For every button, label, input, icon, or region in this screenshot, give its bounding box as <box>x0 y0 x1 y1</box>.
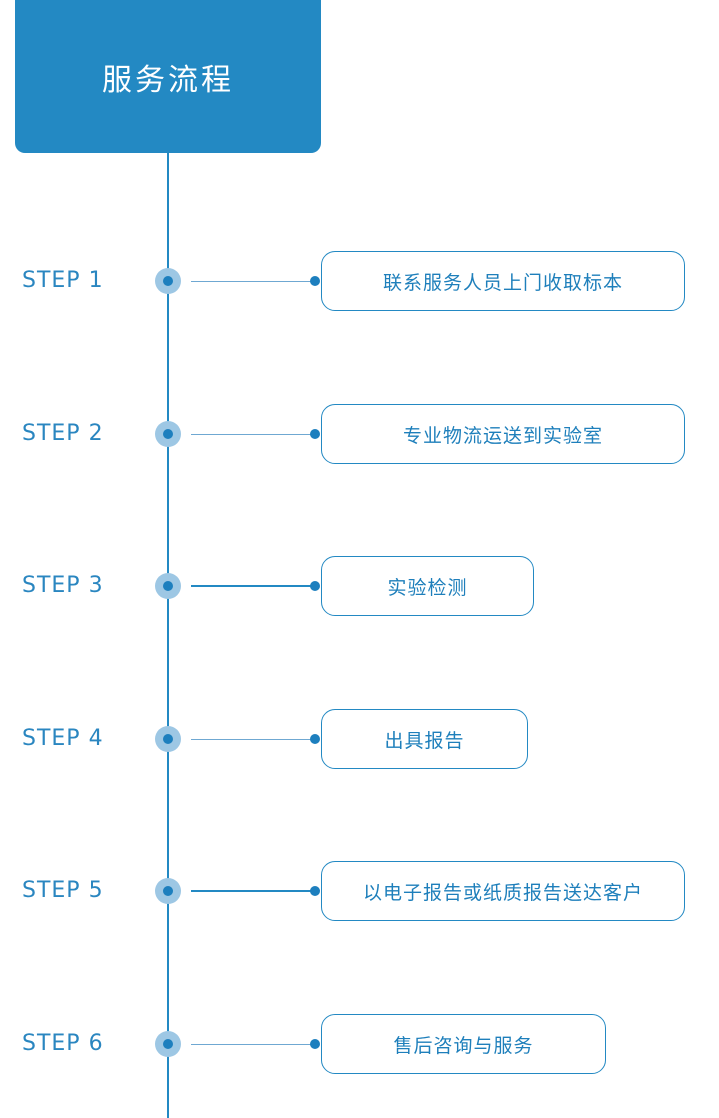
timeline-node-dot-icon <box>163 429 173 439</box>
step-label: STEP 1 <box>22 268 104 293</box>
step-row-5: STEP 5 以电子报告或纸质报告送达客户 <box>0 861 719 921</box>
connector-line <box>191 433 315 435</box>
timeline-line <box>167 153 169 1118</box>
step-box: 实验检测 <box>321 556 534 616</box>
timeline-node-dot-icon <box>163 734 173 744</box>
step-text: 专业物流运送到实验室 <box>402 424 603 447</box>
connector-dot-icon <box>310 734 320 744</box>
step-text: 以电子报告或纸质报告送达客户 <box>362 881 643 904</box>
connector-dot-icon <box>310 581 320 591</box>
step-box: 出具报告 <box>321 709 528 769</box>
connector-line <box>191 280 315 282</box>
connector-line <box>191 585 315 587</box>
step-text: 售后咨询与服务 <box>393 1034 534 1057</box>
step-row-3: STEP 3 实验检测 <box>0 556 719 616</box>
step-label: STEP 6 <box>22 1031 104 1056</box>
step-row-2: STEP 2 专业物流运送到实验室 <box>0 404 719 464</box>
timeline-node-dot-icon <box>163 276 173 286</box>
connector-dot-icon <box>310 886 320 896</box>
step-label: STEP 3 <box>22 573 104 598</box>
step-box: 以电子报告或纸质报告送达客户 <box>321 861 685 921</box>
connector-line <box>191 738 315 740</box>
step-label: STEP 2 <box>22 421 104 446</box>
connector-dot-icon <box>310 1039 320 1049</box>
timeline-node-dot-icon <box>163 1039 173 1049</box>
timeline-node-dot-icon <box>163 886 173 896</box>
connector-dot-icon <box>310 429 320 439</box>
step-row-1: STEP 1 联系服务人员上门收取标本 <box>0 251 719 311</box>
step-label: STEP 5 <box>22 878 104 903</box>
step-row-6: STEP 6 售后咨询与服务 <box>0 1014 719 1074</box>
page-header: 服务流程 <box>15 0 321 153</box>
step-text: 出具报告 <box>384 729 465 752</box>
step-box: 专业物流运送到实验室 <box>321 404 685 464</box>
connector-dot-icon <box>310 276 320 286</box>
step-text: 联系服务人员上门收取标本 <box>382 271 623 294</box>
step-text: 实验检测 <box>387 576 468 599</box>
page-title: 服务流程 <box>102 62 234 98</box>
step-row-4: STEP 4 出具报告 <box>0 709 719 769</box>
connector-line <box>191 890 315 892</box>
timeline-node-dot-icon <box>163 581 173 591</box>
step-label: STEP 4 <box>22 726 104 751</box>
step-box: 联系服务人员上门收取标本 <box>321 251 685 311</box>
step-box: 售后咨询与服务 <box>321 1014 606 1074</box>
connector-line <box>191 1043 315 1045</box>
